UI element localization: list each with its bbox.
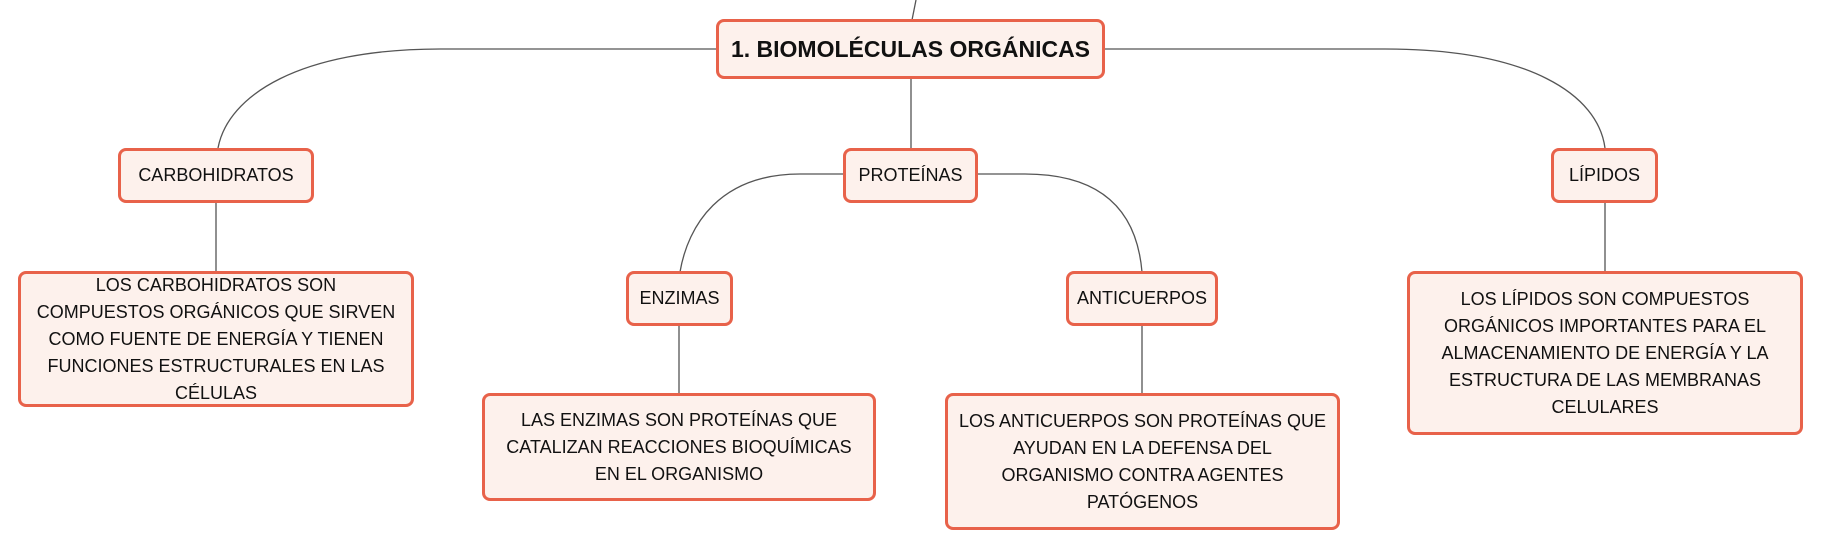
anticuerpos-description-node[interactable]: LOS ANTICUERPOS SON PROTEÍNAS QUE AYUDAN… bbox=[945, 393, 1340, 530]
lipidos-description: LOS LÍPIDOS SON COMPUESTOS ORGÁNICOS IMP… bbox=[1441, 288, 1769, 417]
connector-root-carbohidratos bbox=[217, 48, 719, 149]
carbohidratos-description: LOS CARBOHIDRATOS SON COMPUESTOS ORGÁNIC… bbox=[36, 274, 396, 403]
enzimas-description-node[interactable]: LAS ENZIMAS SON PROTEÍNAS QUE CATALIZAN … bbox=[482, 393, 876, 501]
carbohidratos-label: CARBOHIDRATOS bbox=[138, 165, 294, 185]
connector-incoming-root bbox=[911, 0, 917, 21]
lipidos-label: LÍPIDOS bbox=[1568, 165, 1641, 185]
lipidos-node[interactable]: LÍPIDOS bbox=[1551, 148, 1658, 203]
root-node[interactable]: 1. BIOMOLÉCULAS ORGÁNICAS bbox=[716, 19, 1105, 79]
anticuerpos-node[interactable]: ANTICUERPOS bbox=[1066, 271, 1218, 326]
anticuerpos-description: LOS ANTICUERPOS SON PROTEÍNAS QUE AYUDAN… bbox=[958, 410, 1327, 512]
carbohidratos-node[interactable]: CARBOHIDRATOS bbox=[118, 148, 314, 203]
connector-proteinas-enzimas bbox=[679, 173, 845, 273]
root-node-label: 1. BIOMOLÉCULAS ORGÁNICAS bbox=[730, 35, 1091, 62]
connector-root-lipidos bbox=[1104, 48, 1606, 149]
lipidos-description-node[interactable]: LOS LÍPIDOS SON COMPUESTOS ORGÁNICOS IMP… bbox=[1407, 271, 1803, 435]
carbohidratos-description-node[interactable]: LOS CARBOHIDRATOS SON COMPUESTOS ORGÁNIC… bbox=[18, 271, 414, 407]
connector-proteinas-anticuerpos bbox=[978, 173, 1143, 273]
enzimas-description: LAS ENZIMAS SON PROTEÍNAS QUE CATALIZAN … bbox=[506, 409, 852, 484]
proteinas-node[interactable]: PROTEÍNAS bbox=[843, 148, 978, 203]
enzimas-node[interactable]: ENZIMAS bbox=[626, 271, 733, 326]
proteinas-label: PROTEÍNAS bbox=[858, 165, 963, 185]
anticuerpos-label: ANTICUERPOS bbox=[1076, 288, 1208, 308]
enzimas-label: ENZIMAS bbox=[639, 288, 720, 308]
